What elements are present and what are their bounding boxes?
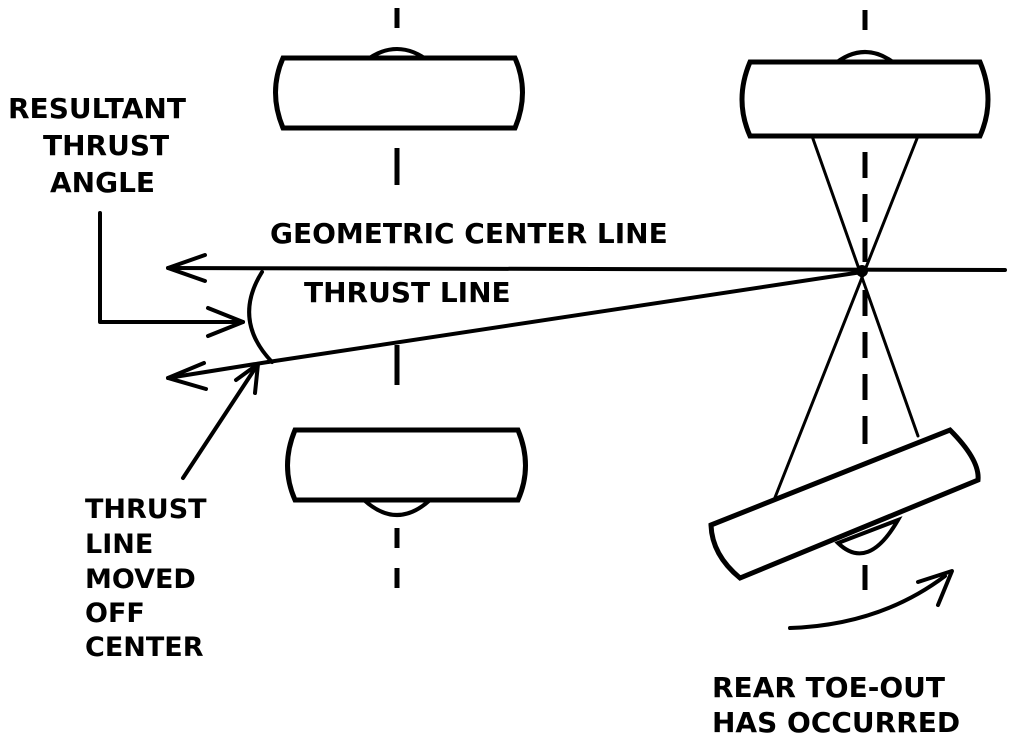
rear-right-hub [834, 516, 903, 556]
front-right-tire [739, 59, 991, 139]
moved-label-line: CENTER [85, 632, 204, 663]
toe-out-label-line: REAR TOE-OUT [712, 671, 945, 704]
moved-label-line: THRUST [85, 494, 207, 525]
crossing-lines [772, 134, 920, 502]
front-left-wheel [273, 8, 525, 185]
moved-label-line: OFF [85, 598, 145, 629]
geometric-center-arrowhead [166, 253, 207, 283]
moved-label-line: LINE [85, 529, 153, 560]
rear-left-wheel [285, 345, 528, 588]
thrust-line-label: THRUST LINE [304, 276, 511, 309]
thrust-line-moved-label: THRUST LINE MOVED OFF CENTER [85, 494, 216, 663]
toe-out-label-line: HAS OCCURRED [712, 706, 960, 738]
center-point [856, 265, 868, 277]
front-left-tire [273, 55, 525, 131]
rear-right-tire [708, 427, 981, 581]
resultant-label-line: THRUST [43, 129, 169, 162]
rear-left-tire [285, 427, 528, 503]
thrust-line [166, 270, 864, 391]
resultant-label-line: ANGLE [50, 166, 155, 199]
thrust-angle-arc [247, 270, 274, 364]
resultant-thrust-angle-leader [98, 211, 245, 338]
moved-label-line: MOVED [85, 564, 196, 595]
geometric-center-line [166, 253, 1007, 283]
rear-right-wheel [708, 427, 981, 581]
thrust-line-moved-leader [181, 362, 260, 480]
front-right-wheel [739, 10, 991, 139]
thrust-line-arrowhead [166, 361, 208, 391]
toe-out-rotation-arrow [788, 569, 954, 630]
resultant-label-line: RESULTANT [8, 92, 186, 125]
rear-toe-out-label: REAR TOE-OUT HAS OCCURRED [712, 671, 960, 738]
resultant-thrust-angle-label: RESULTANT THRUST ANGLE [8, 92, 196, 199]
geometric-center-line-label: GEOMETRIC CENTER LINE [270, 217, 668, 250]
